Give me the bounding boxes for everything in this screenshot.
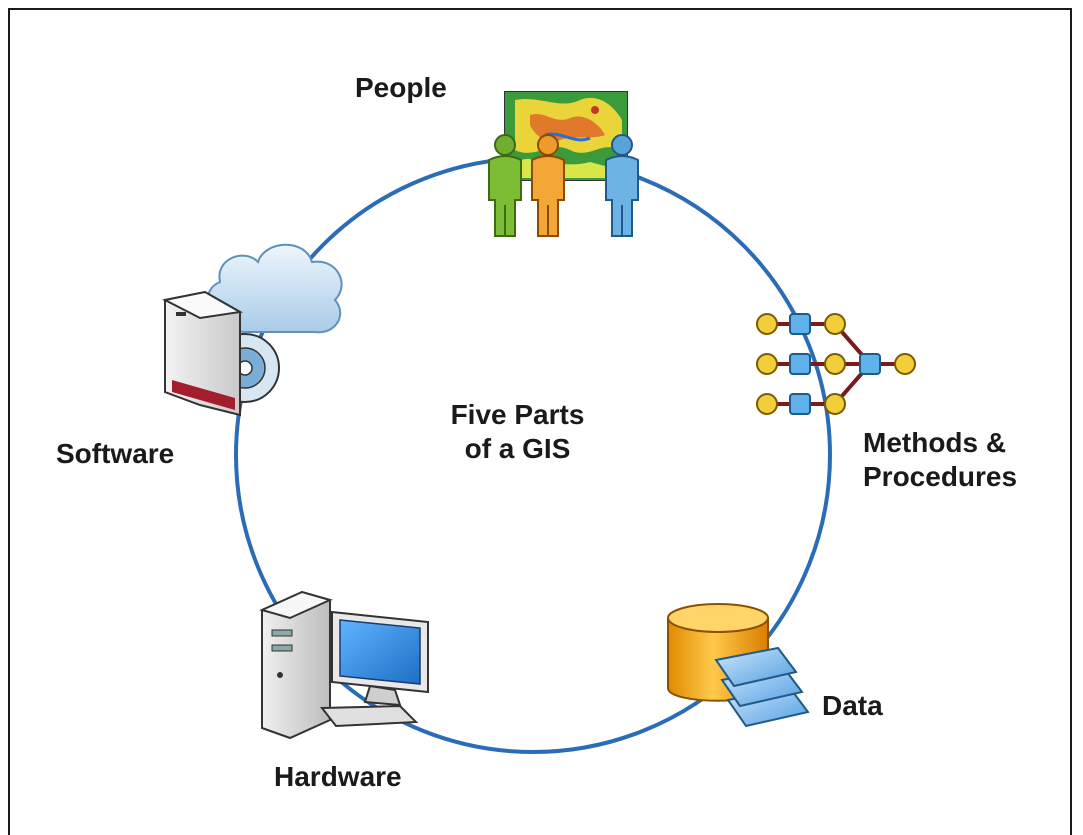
hardware-label: Hardware (274, 761, 402, 792)
center-title: Five Parts of a GIS (445, 398, 590, 466)
people-with-map-icon (488, 91, 639, 237)
process-flow-icon (756, 313, 916, 415)
people-label: People (355, 72, 447, 103)
methods-label-line-1: Methods & (863, 427, 1007, 458)
center-title-line-2: of a GIS (464, 433, 571, 464)
software-label: Software (56, 438, 175, 469)
methods-procedures-label: Methods & Procedures (863, 426, 1017, 494)
software-box-cloud-icon (161, 243, 343, 417)
data-label: Data (822, 690, 883, 721)
desktop-computer-icon (259, 590, 429, 740)
methods-label-line-2: Procedures (863, 461, 1018, 492)
diagram-frame (8, 8, 1072, 835)
database-layers-icon (667, 603, 810, 728)
center-title-line-1: Five Parts (450, 399, 585, 430)
